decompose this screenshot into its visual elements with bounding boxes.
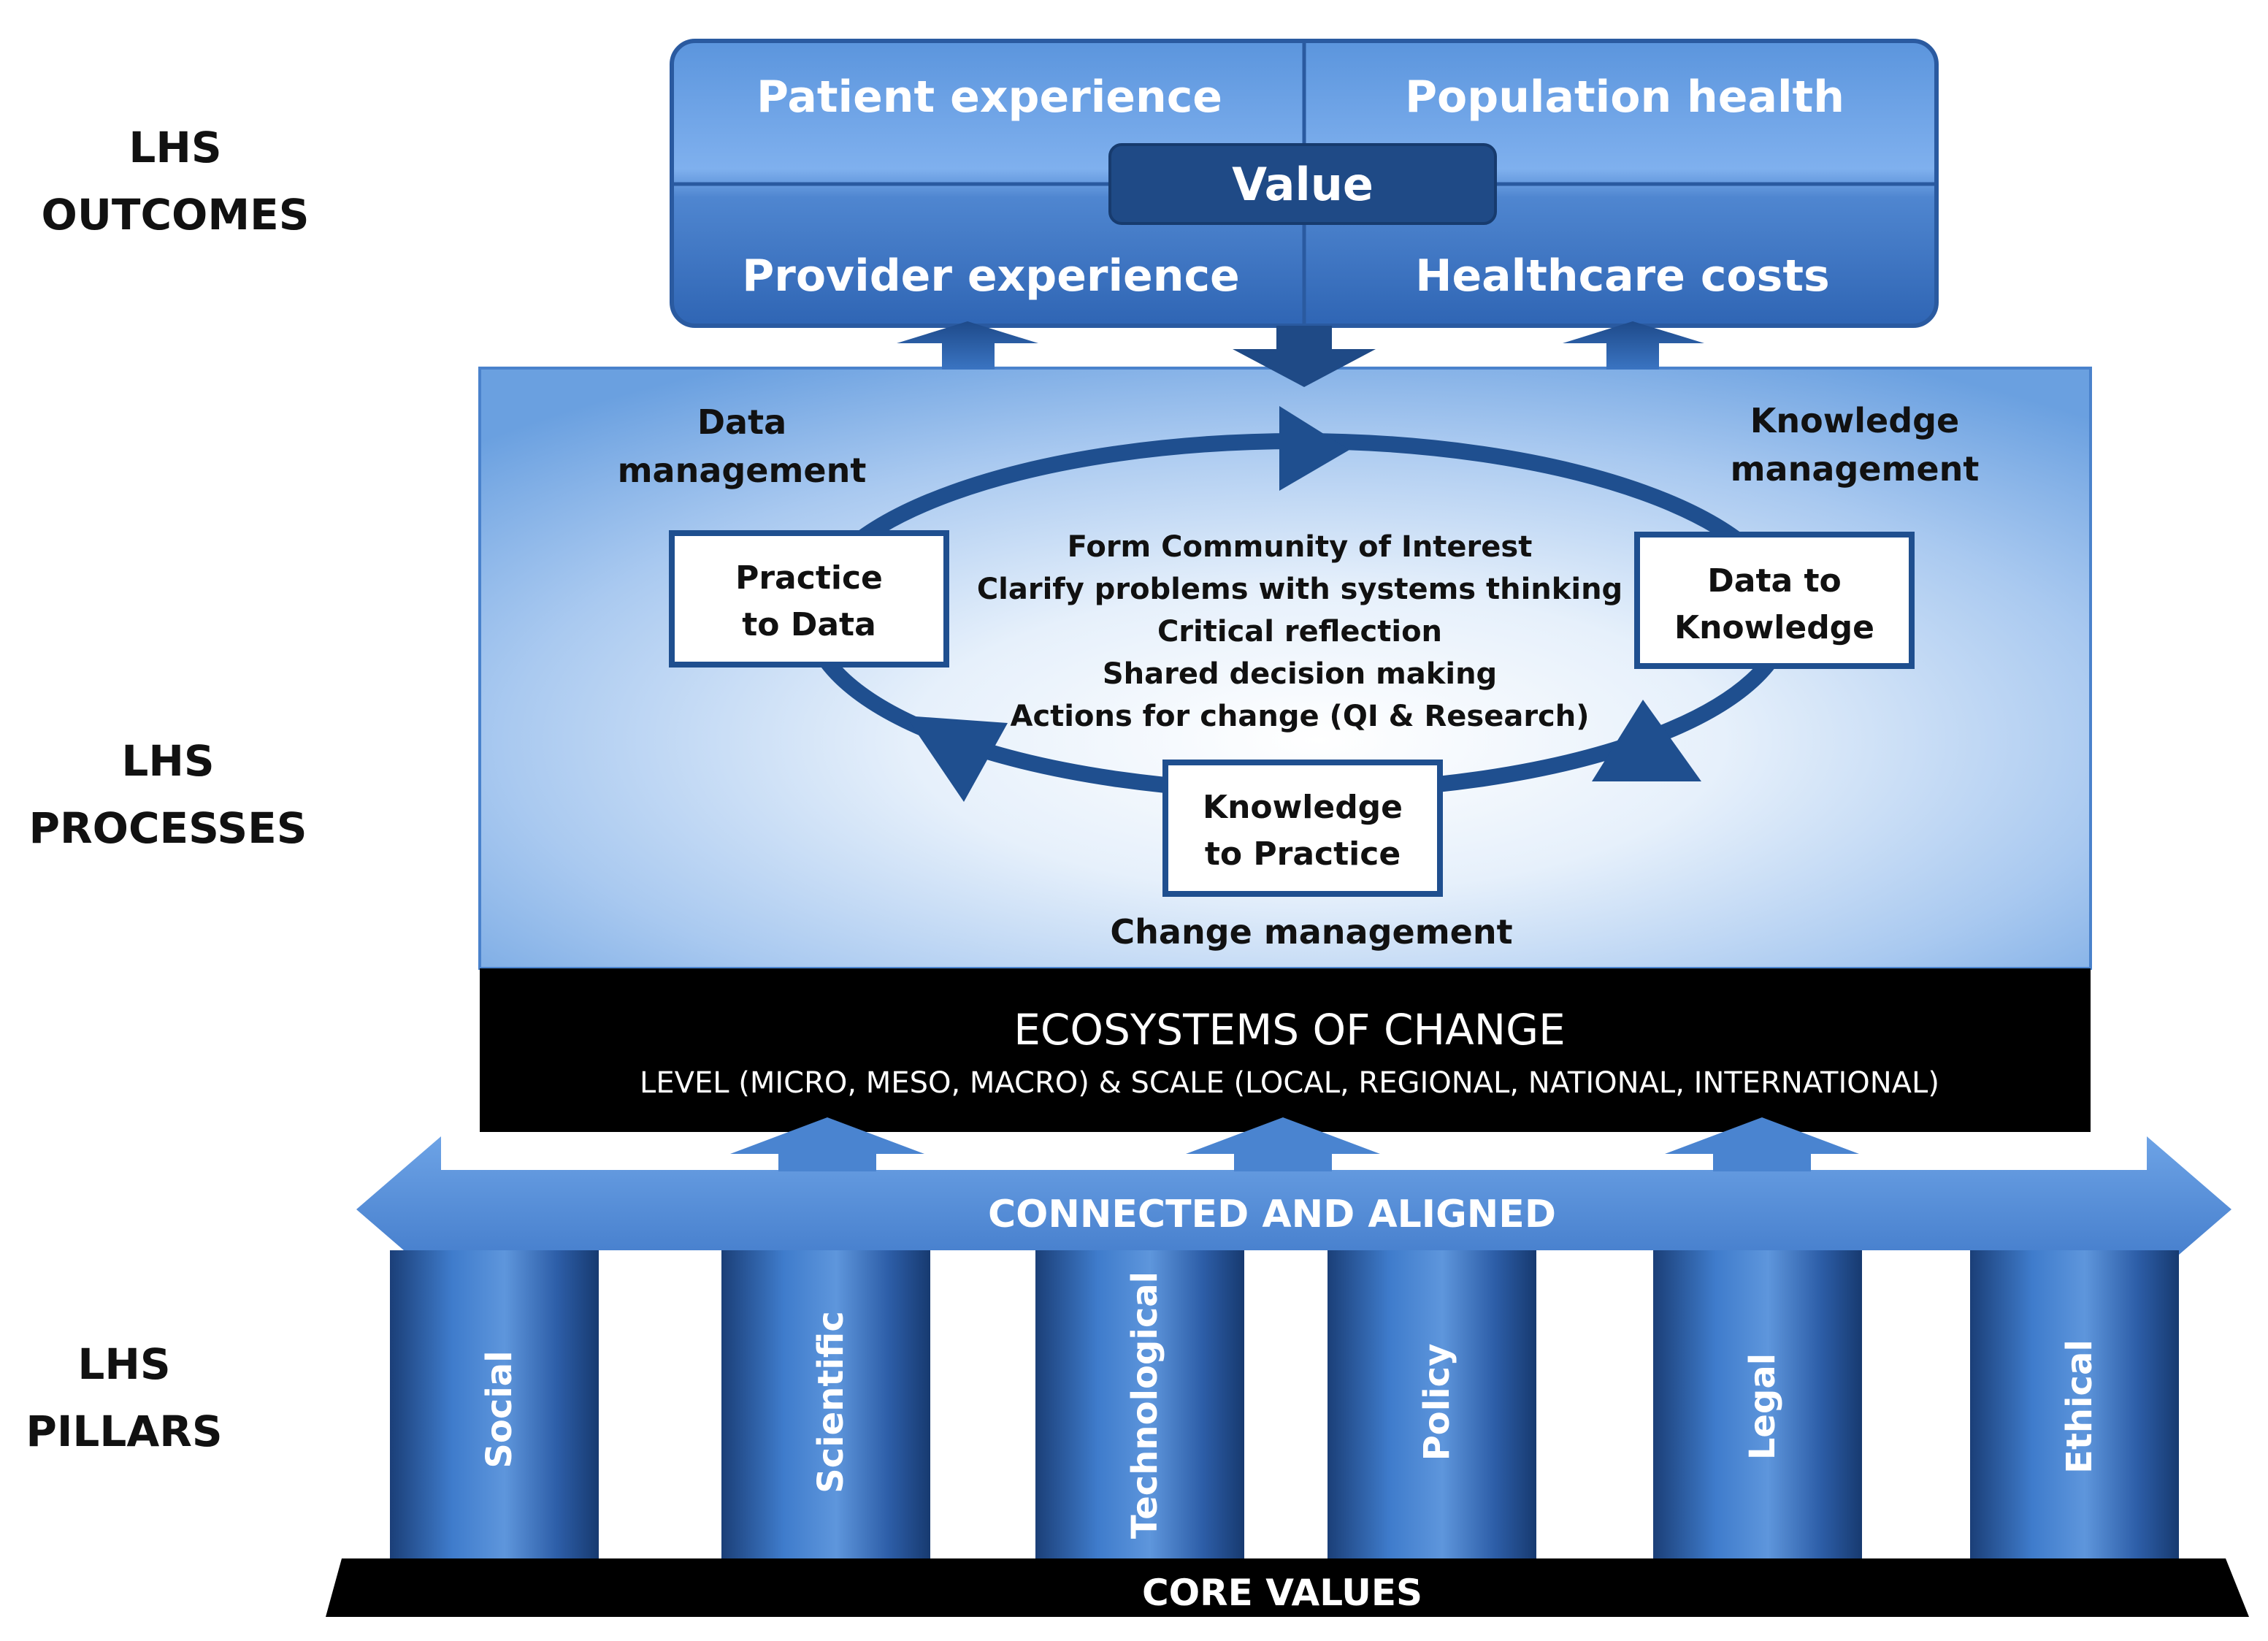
label-lhs-processes: LHS PROCESSES xyxy=(15,727,321,862)
core-values-bg xyxy=(326,1558,2249,1617)
ecosystems-subtitle: LEVEL (MICRO, MESO, MACRO) & SCALE (LOCA… xyxy=(640,1066,1939,1100)
label-lhs-pillars: LHS PILLARS xyxy=(15,1331,234,1465)
band-up-arrow-2 xyxy=(1186,1117,1380,1171)
pillar-legal: Legal xyxy=(1653,1250,1862,1560)
center-line-4: Shared decision making xyxy=(1103,657,1497,691)
label-lhs-pillars-line2: PILLARS xyxy=(26,1407,223,1456)
data-to-knowledge-box: Data to Knowledge xyxy=(1634,532,1915,669)
center-line-2: Clarify problems with systems thinking xyxy=(977,573,1623,606)
pillar-scientific-label: Scientific xyxy=(811,1311,851,1493)
pillar-policy: Policy xyxy=(1328,1250,1536,1560)
pillar-ethical: Ethical xyxy=(1970,1250,2179,1560)
pillar-technological-label: Technological xyxy=(1125,1271,1165,1539)
arrow-down-center xyxy=(1233,326,1376,387)
pillar-ethical-label: Ethical xyxy=(2059,1339,2100,1474)
arrow-up-left xyxy=(897,321,1038,370)
core-values-base: CORE VALUES xyxy=(326,1558,2249,1617)
center-activities: Form Community of Interest Clarify probl… xyxy=(977,530,1623,733)
knowledge-to-practice-line1: Knowledge xyxy=(1203,789,1403,826)
outcomes-box: Patient experience Population health Val… xyxy=(670,39,1939,328)
pillar-scientific: Scientific xyxy=(721,1250,930,1560)
pillar-policy-label: Policy xyxy=(1417,1344,1457,1461)
outcome-value: Value xyxy=(1232,158,1374,211)
practice-to-data-box: Practice to Data xyxy=(669,530,949,668)
cycle-arrowhead-right xyxy=(1592,700,1701,781)
outcome-patient-experience: Patient experience xyxy=(756,72,1222,123)
outcome-process-arrows xyxy=(897,321,1704,387)
center-line-1: Form Community of Interest xyxy=(1068,530,1533,564)
core-values-label: CORE VALUES xyxy=(1142,1572,1422,1614)
cycle-arrowhead-top xyxy=(1279,406,1349,491)
practice-to-data-line2: to Data xyxy=(742,606,876,643)
cycle-arrowhead-left xyxy=(905,716,1008,802)
center-line-5: Actions for change (QI & Research) xyxy=(1010,700,1589,733)
practice-to-data-line1: Practice xyxy=(735,559,883,597)
label-lhs-outcomes-line1: LHS xyxy=(129,123,222,172)
connected-aligned-label: CONNECTED AND ALIGNED xyxy=(988,1193,1556,1236)
ecosystems-bar: ECOSYSTEMS OF CHANGE LEVEL (MICRO, MESO,… xyxy=(480,968,2091,1132)
outcome-healthcare-costs: Healthcare costs xyxy=(1415,250,1829,302)
pillar-legal-label: Legal xyxy=(1742,1353,1783,1460)
data-to-knowledge-line1: Data to xyxy=(1707,562,1842,600)
connected-aligned-arrow: CONNECTED AND ALIGNED xyxy=(356,1117,2231,1282)
knowledge-to-practice-box: Knowledge to Practice xyxy=(1162,760,1443,897)
ecosystems-title: ECOSYSTEMS OF CHANGE xyxy=(1014,1005,1565,1055)
arrow-up-right xyxy=(1563,321,1704,370)
pillar-social: Social xyxy=(390,1250,599,1560)
value-box xyxy=(1108,143,1497,225)
label-lhs-pillars-line1: LHS xyxy=(77,1339,171,1389)
ecosystems-bg xyxy=(480,968,2091,1132)
center-line-3: Critical reflection xyxy=(1157,615,1442,649)
pillar-social-label: Social xyxy=(479,1350,520,1468)
knowledge-management-line1: Knowledge xyxy=(1750,401,1960,440)
knowledge-management-line2: management xyxy=(1731,449,1980,489)
data-management-line1: Data xyxy=(697,402,786,442)
change-management-label: Change management xyxy=(1110,912,1512,952)
data-management-line2: management xyxy=(618,451,867,490)
outcome-population-health: Population health xyxy=(1405,72,1844,123)
label-lhs-processes-line1: LHS xyxy=(121,736,215,786)
connected-aligned-shape xyxy=(356,1136,2231,1282)
label-lhs-outcomes: LHS OUTCOMES xyxy=(29,114,321,248)
knowledge-to-practice-line2: to Practice xyxy=(1205,835,1401,873)
label-lhs-outcomes-line2: OUTCOMES xyxy=(41,190,310,240)
band-up-arrow-1 xyxy=(730,1117,924,1171)
label-lhs-processes-line2: PROCESSES xyxy=(28,803,307,853)
band-up-arrow-3 xyxy=(1665,1117,1859,1171)
pillar-technological: Technological xyxy=(1035,1250,1244,1560)
outcome-provider-experience: Provider experience xyxy=(742,250,1239,302)
data-to-knowledge-line2: Knowledge xyxy=(1674,609,1874,646)
pillars: Social Scientific Technological Policy L… xyxy=(390,1250,2179,1560)
